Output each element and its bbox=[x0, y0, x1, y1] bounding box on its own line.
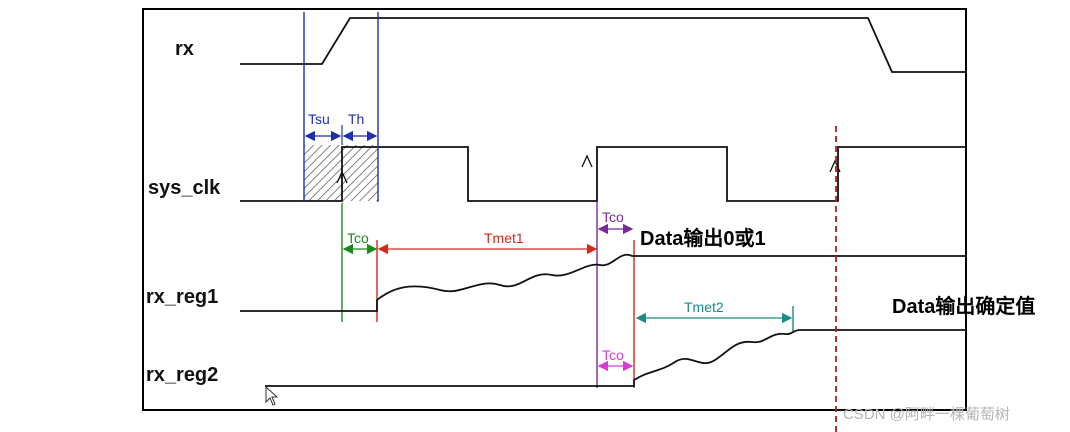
rx-waveform bbox=[240, 17, 966, 73]
diagram-frame bbox=[142, 8, 967, 411]
clk-edge-arrow-1 bbox=[336, 170, 348, 184]
rx-reg1-waveform bbox=[240, 253, 966, 312]
th-label: Th bbox=[348, 111, 364, 127]
note-data-out-stable: Data输出确定值 bbox=[892, 294, 1035, 318]
tco-magenta-label: Tco bbox=[602, 347, 624, 363]
tco-purple-label: Tco bbox=[602, 209, 624, 225]
tmet1-label: Tmet1 bbox=[484, 230, 524, 246]
signal-label-rx: rx bbox=[175, 38, 194, 60]
clk-edge-arrow-3 bbox=[829, 159, 841, 173]
sys-clk-waveform bbox=[240, 146, 966, 202]
clk-edge-arrow-2 bbox=[581, 154, 593, 168]
tsu-label: Tsu bbox=[308, 111, 330, 127]
watermark: CSDN @阿畔一棵葡萄树 bbox=[843, 406, 1010, 423]
rx-reg2-waveform bbox=[265, 329, 966, 387]
mouse-cursor-icon bbox=[265, 385, 279, 406]
signal-label-rx-reg2: rx_reg2 bbox=[146, 364, 218, 386]
signal-label-sys-clk: sys_clk bbox=[148, 177, 221, 199]
signal-label-rx-reg1: rx_reg1 bbox=[146, 286, 218, 308]
tmet2-label: Tmet2 bbox=[684, 299, 724, 315]
tco-green-label: Tco bbox=[347, 230, 369, 246]
note-data-out-0-or-1: Data输出0或1 bbox=[640, 226, 766, 250]
